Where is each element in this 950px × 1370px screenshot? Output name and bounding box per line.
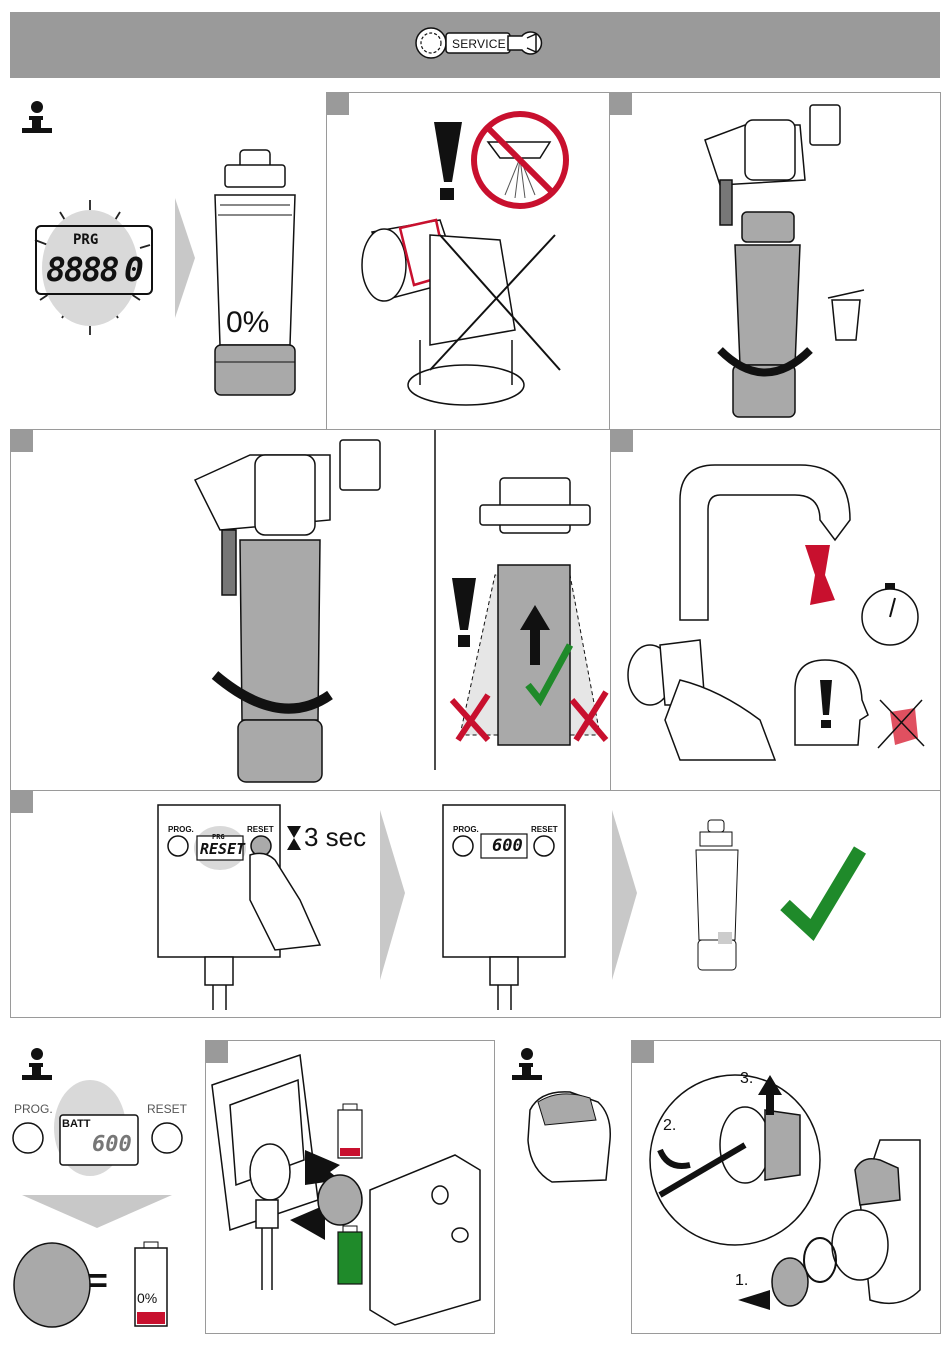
o-ring-icon bbox=[804, 1238, 836, 1282]
step-label-2: 2. bbox=[663, 1117, 676, 1135]
coin-battery-icon bbox=[772, 1258, 808, 1306]
arrow-out-icon bbox=[738, 1290, 770, 1310]
step-label-1: 1. bbox=[735, 1272, 748, 1290]
faucet-body-icon bbox=[832, 1140, 920, 1303]
step-label-3: 3. bbox=[740, 1070, 753, 1088]
